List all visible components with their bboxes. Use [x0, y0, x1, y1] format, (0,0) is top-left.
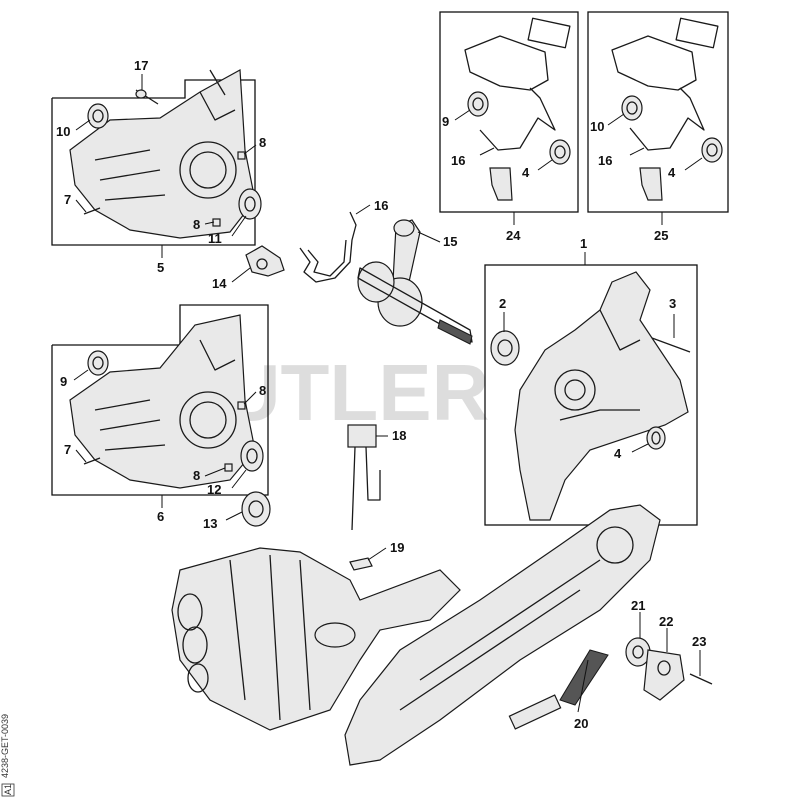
part-14: [245, 245, 285, 277]
label-4-kit1: 4: [614, 446, 622, 461]
label-22: 22: [659, 614, 673, 629]
crankcase-half-6: [69, 314, 256, 489]
label-6: 6: [157, 509, 164, 524]
screw-7-top: [83, 207, 101, 215]
screw-23: [689, 673, 713, 685]
seal-9-left: [87, 350, 109, 376]
label-10-kit25: 10: [590, 119, 604, 134]
label-17: 17: [134, 58, 148, 73]
label-7-bottom: 7: [64, 442, 71, 457]
pin-8-top-a: [237, 151, 246, 160]
part-16-center: [299, 211, 357, 283]
seal-10-top: [87, 103, 109, 129]
crankcase-1: [514, 271, 689, 521]
pin-8-bottom-b: [224, 463, 233, 472]
label-15: 15: [443, 234, 457, 249]
label-11: 11: [208, 231, 222, 246]
label-2: 2: [499, 296, 506, 311]
label-23: 23: [692, 634, 706, 649]
label-14: 14: [212, 276, 227, 291]
crankcase-half-5: [69, 69, 256, 239]
label-7-top: 7: [64, 192, 71, 207]
part-22: [643, 649, 685, 701]
label-3: 3: [669, 296, 676, 311]
label-16-kit25: 16: [598, 153, 612, 168]
engine-housing: [171, 547, 461, 731]
side-code: 4238-GET-0039: [0, 714, 10, 778]
label-8-top-b: 8: [193, 217, 200, 232]
label-16-center: 16: [374, 198, 388, 213]
filter-20: [508, 649, 609, 730]
kit-frame-24: [439, 11, 579, 213]
belt-guard: [344, 504, 661, 766]
label-20: 20: [574, 716, 588, 731]
bearing-2: [490, 330, 520, 366]
seal-4-kit1: [646, 426, 666, 450]
stud-3: [651, 337, 691, 353]
side-tag: A1: [3, 784, 13, 795]
oil-pump-18: [347, 424, 381, 531]
bearing-12: [240, 440, 264, 472]
label-25: 25: [654, 228, 668, 243]
label-9-left: 9: [60, 374, 67, 389]
kit-24-parts: [464, 17, 571, 201]
part-19: [349, 557, 373, 571]
bearing-11: [238, 188, 262, 220]
label-4-kit24: 4: [522, 165, 530, 180]
label-24: 24: [506, 228, 521, 243]
kit-frame-5: [51, 79, 256, 246]
pin-8-bottom-a: [237, 401, 246, 410]
label-4-kit25: 4: [668, 165, 676, 180]
label-8-top-a: 8: [259, 135, 266, 150]
label-13: 13: [203, 516, 217, 531]
bearing-13: [241, 491, 271, 527]
side-tag-box: [1, 783, 15, 797]
label-8-bottom-a: 8: [259, 383, 266, 398]
label-18: 18: [392, 428, 406, 443]
label-8-bottom-b: 8: [193, 468, 200, 483]
label-5: 5: [157, 260, 164, 275]
label-16-kit24: 16: [451, 153, 465, 168]
screw-7-bottom: [83, 457, 101, 465]
screw-17: [135, 89, 159, 105]
label-19: 19: [390, 540, 404, 555]
crankshaft-15: [357, 219, 473, 345]
label-1: 1: [580, 236, 587, 251]
kit-25-parts: [611, 17, 723, 201]
label-9-kit24: 9: [442, 114, 449, 129]
kit-frame-25: [587, 11, 729, 213]
label-10-top: 10: [56, 124, 70, 139]
label-21: 21: [631, 598, 645, 613]
label-12: 12: [207, 482, 221, 497]
